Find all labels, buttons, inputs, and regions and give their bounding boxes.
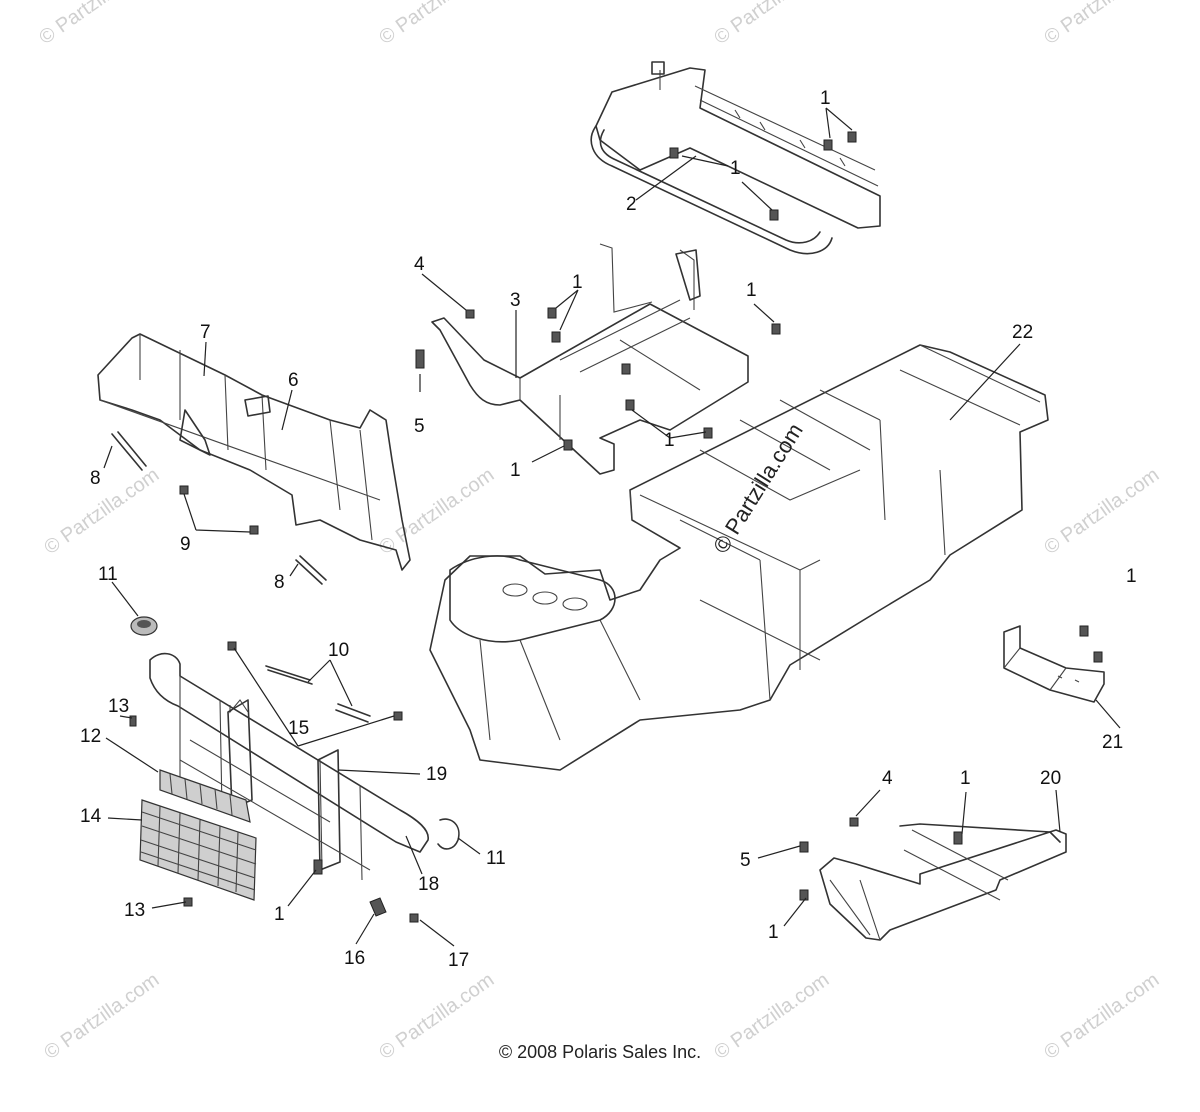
callout-label: 12 — [80, 726, 101, 747]
cargo-tray-part-2 — [590, 61, 881, 255]
bolt-icon — [1079, 625, 1089, 637]
callout-label: 6 — [288, 370, 299, 391]
callout-label: 1 — [572, 272, 583, 293]
callout-label: 1 — [730, 158, 741, 179]
watermark: © Partzilla.com — [40, 464, 163, 559]
callout-label: 1 — [746, 280, 757, 301]
leader-lines — [103, 107, 1121, 947]
callout-label: 13 — [108, 696, 129, 717]
bolt-icon — [953, 831, 963, 845]
bolt-icon — [1093, 651, 1103, 663]
callout-label: 17 — [448, 950, 469, 971]
callout-label: 1 — [510, 460, 521, 481]
bolt-icon — [625, 399, 635, 411]
callout-label: 1 — [664, 430, 675, 451]
callout-label: 20 — [1040, 768, 1061, 789]
callout-label: 5 — [740, 850, 751, 871]
callout-label: 11 — [486, 848, 506, 869]
callout-label: 7 — [200, 322, 211, 343]
footrest-frame-part-20 — [819, 823, 1067, 941]
nut-icon — [465, 309, 475, 319]
callout-label: 8 — [90, 468, 101, 489]
bolt-icon — [313, 859, 323, 875]
callout-label: 1 — [768, 922, 779, 943]
nut-icon — [179, 485, 189, 495]
nut-icon — [849, 817, 859, 827]
nut-icon — [227, 641, 237, 651]
watermark: © Partzilla.com — [710, 0, 833, 49]
watermarks: © Partzilla.com © Partzilla.com © Partzi… — [35, 0, 1163, 1064]
callout-label: 15 — [288, 718, 309, 739]
grille-panel-part-14 — [139, 799, 257, 901]
bolt-icon — [265, 665, 313, 685]
hardware — [111, 131, 1103, 923]
front-frame-part-7 — [97, 333, 411, 571]
center-watermark: © Partzilla.com — [708, 419, 808, 558]
callout-label: 5 — [414, 416, 425, 437]
bolt-icon — [703, 427, 713, 439]
nut-icon — [393, 711, 403, 721]
front-bumper-part-18 — [149, 652, 429, 881]
bolt-icon — [111, 431, 147, 471]
bolt-icon — [129, 715, 137, 727]
watermark: © Partzilla.com — [1040, 0, 1163, 49]
bolt-icon — [823, 139, 833, 151]
watermark: © Partzilla.com — [375, 464, 498, 559]
bolt-icon — [547, 307, 557, 319]
watermark: © Partzilla.com — [1040, 464, 1163, 559]
callout-label: 11 — [98, 564, 118, 585]
callout-label: 4 — [882, 768, 893, 789]
callouts: 1 1 2 1 1 4 3 22 7 6 5 1 1 8 9 8 11 10 1… — [80, 88, 1137, 971]
bolt-icon — [621, 363, 631, 375]
nut-icon — [249, 525, 259, 535]
callout-label: 2 — [626, 194, 637, 215]
callout-label: 14 — [80, 806, 102, 827]
callout-label: 10 — [328, 640, 349, 661]
callout-label: 22 — [1012, 322, 1033, 343]
copyright-notice: © 2008 Polaris Sales Inc. — [498, 1042, 702, 1062]
callout-label: 18 — [418, 874, 439, 895]
callout-label: 1 — [274, 904, 285, 925]
callout-label: 13 — [124, 900, 145, 921]
callout-label: 4 — [414, 254, 425, 275]
callout-label: 21 — [1102, 732, 1123, 753]
watermark: © Partzilla.com — [35, 0, 158, 49]
main-frame-part-22: © Partzilla.com — [429, 344, 1049, 771]
bolt-icon — [847, 131, 857, 143]
bolt-icon — [769, 209, 779, 221]
bolt-icon — [295, 555, 327, 585]
bolt-icon — [669, 147, 679, 159]
grille-strip-part-12 — [159, 769, 251, 823]
callout-label: 16 — [344, 948, 365, 969]
bolt-icon — [799, 889, 809, 901]
bolt-icon — [799, 841, 809, 853]
bolt-icon — [409, 913, 419, 923]
bolt-icon — [771, 323, 781, 335]
bolt-icon — [415, 349, 425, 369]
bolt-icon — [335, 703, 371, 723]
callout-label: 1 — [960, 768, 971, 789]
callout-label: 1 — [820, 88, 831, 109]
callout-label: 9 — [180, 534, 191, 555]
plate-icon — [369, 897, 387, 917]
bolt-icon — [563, 439, 573, 451]
bracket-part-21 — [1003, 625, 1105, 703]
bolt-icon — [551, 331, 561, 343]
callout-label: 19 — [426, 764, 447, 785]
callout-label: 8 — [274, 572, 285, 593]
callout-label: 1 — [1126, 566, 1137, 587]
grommet-icon — [437, 818, 460, 850]
watermark: © Partzilla.com — [375, 0, 498, 49]
callout-label: 3 — [510, 290, 521, 311]
seat-frame-part-3 — [431, 243, 749, 475]
grommet-part-11 — [130, 616, 158, 636]
